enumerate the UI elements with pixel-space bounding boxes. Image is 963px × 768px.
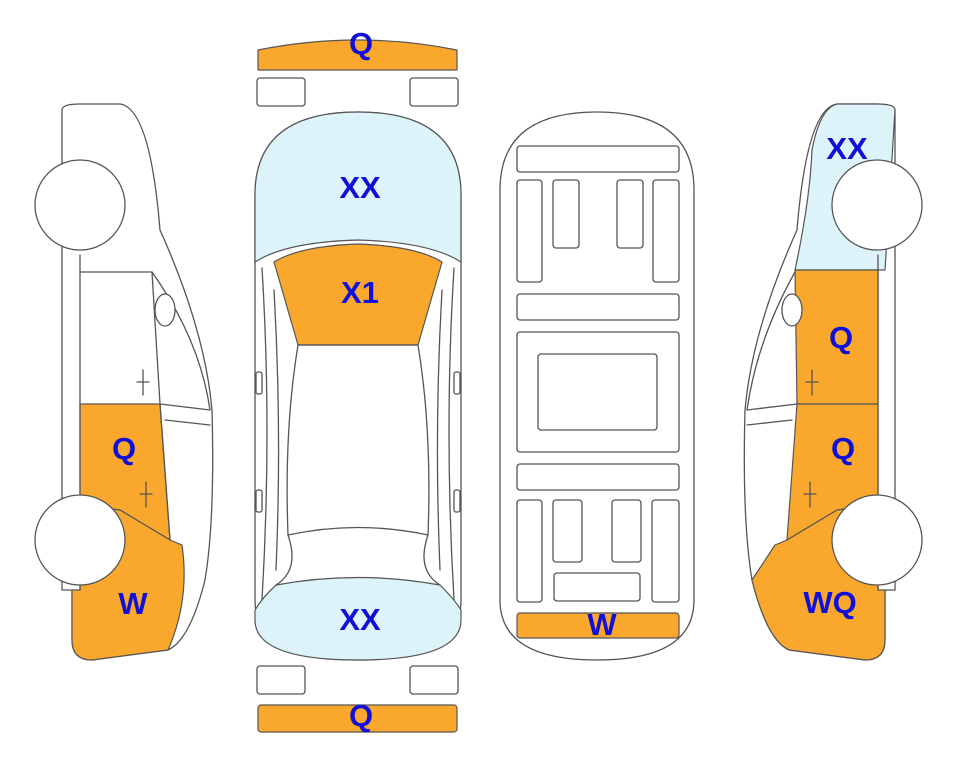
front-right-lamp xyxy=(409,77,459,107)
underbody-cell xyxy=(552,179,580,249)
hood-panel[interactable] xyxy=(273,243,443,346)
underbody-cell xyxy=(616,179,644,249)
left-mirror xyxy=(255,371,263,395)
underbody-cell xyxy=(516,499,543,603)
right-lower-glass xyxy=(746,419,793,426)
left-inner-contour xyxy=(273,289,280,571)
left-rear-door-handle xyxy=(139,481,153,508)
underbody-rear-label: W xyxy=(587,607,617,642)
trunk-line xyxy=(275,534,293,586)
underbody-cell xyxy=(553,572,641,602)
windshield-glass[interactable] xyxy=(254,111,462,263)
underbody-cell xyxy=(516,145,680,173)
left-glass-line xyxy=(159,403,211,411)
right-front-wheel xyxy=(831,159,923,251)
left-front-wheel xyxy=(34,159,126,251)
right-front-door-label: Q xyxy=(829,320,853,355)
right-rear-quarter-label: WQ xyxy=(803,585,856,620)
left-front-door-handle xyxy=(136,369,150,396)
left-rear-quarter-label: W xyxy=(118,586,148,621)
left-side-contour xyxy=(261,267,268,601)
left-roofline xyxy=(79,271,211,411)
right-rear-door-label: Q xyxy=(831,431,855,466)
right-side-contour xyxy=(448,267,455,601)
left-rear-wheel xyxy=(34,494,126,586)
right-mirror xyxy=(781,293,803,327)
hood-label: X1 xyxy=(341,275,379,310)
front-bumper-panel[interactable] xyxy=(257,39,458,71)
rear-bumper-label: Q xyxy=(349,698,373,733)
damage-labels: Q XX X1 XX Q W Q W XX Q Q WQ xyxy=(112,26,868,733)
right-rear-wheel xyxy=(831,494,923,586)
front-bumper-label: Q xyxy=(349,26,373,61)
left-mirror xyxy=(154,293,176,327)
left-rear-handle xyxy=(255,489,263,513)
underbody-cell xyxy=(651,499,680,603)
right-rear-handle xyxy=(453,489,461,513)
rear-window-glass[interactable] xyxy=(254,576,462,661)
right-roofline xyxy=(746,271,796,411)
trunk-line-right xyxy=(423,534,441,586)
left-lower-glass xyxy=(164,419,211,426)
windshield-label: XX xyxy=(339,170,381,205)
top-view xyxy=(254,39,462,733)
underbody-cell xyxy=(516,293,680,321)
underbody-view xyxy=(499,111,695,661)
underbody-cell xyxy=(552,499,583,563)
right-inner-contour xyxy=(436,289,443,571)
right-rear-door-handle xyxy=(803,481,817,508)
underbody-rear-panel[interactable] xyxy=(516,612,680,639)
underbody-cell xyxy=(611,499,642,563)
left-side-view xyxy=(34,103,214,661)
left-rear-door-label: Q xyxy=(112,431,136,466)
right-mirror xyxy=(453,371,461,395)
roof-panel xyxy=(286,344,430,536)
underbody-cell xyxy=(516,179,543,283)
underbody-cell xyxy=(537,353,658,431)
rear-right-lamp xyxy=(409,665,459,695)
rear-bumper-panel[interactable] xyxy=(257,704,458,733)
right-rear-glass-label: XX xyxy=(826,131,868,166)
right-glass-line xyxy=(746,403,798,411)
front-left-lamp xyxy=(256,77,306,107)
right-side-view xyxy=(743,103,923,661)
right-front-door-handle xyxy=(805,369,819,396)
underbody-cell xyxy=(516,463,680,491)
rear-left-lamp xyxy=(256,665,306,695)
rear-window-label: XX xyxy=(339,602,381,637)
underbody-cell xyxy=(652,179,680,283)
